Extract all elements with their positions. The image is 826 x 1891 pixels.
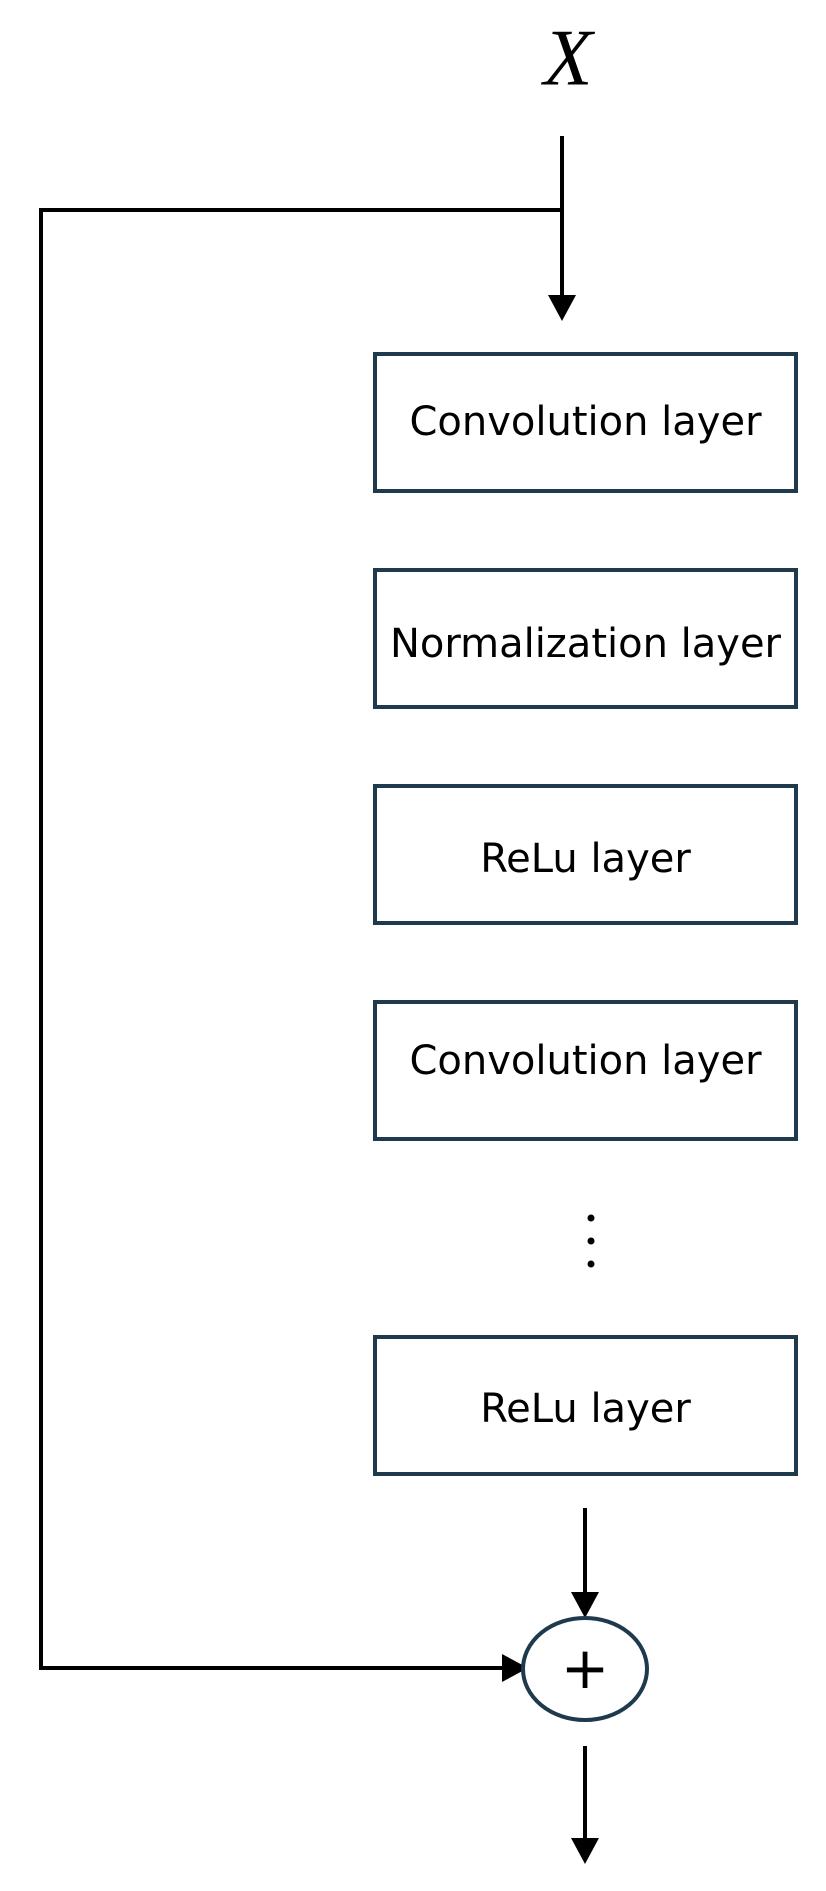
layer-label-relu-1: ReLu layer xyxy=(480,836,691,882)
main-output-to-sum-arrowhead xyxy=(571,1592,599,1618)
input-x-label: X xyxy=(541,14,596,102)
sum-node: + xyxy=(521,1616,649,1722)
layer-box-convolution-2: Convolution layer xyxy=(373,1000,798,1141)
layer-box-normalization: Normalization layer xyxy=(373,568,798,709)
main-input-arrowhead xyxy=(548,295,576,321)
layer-label-convolution-1: Convolution layer xyxy=(409,399,762,445)
skip-connection-path xyxy=(39,208,564,1670)
layer-box-relu-1: ReLu layer xyxy=(373,784,798,925)
skip-connection-arrowhead xyxy=(502,1654,528,1682)
block-output-arrowhead xyxy=(571,1838,599,1864)
layer-label-normalization: Normalization layer xyxy=(390,621,782,667)
layer-box-convolution-1: Convolution layer xyxy=(373,352,798,493)
layer-label-convolution-2: Convolution layer xyxy=(409,1038,762,1084)
vertical-ellipsis xyxy=(587,1214,595,1268)
sum-symbol: + xyxy=(561,1634,610,1702)
layer-label-relu-2: ReLu layer xyxy=(480,1386,691,1432)
layer-box-relu-2: ReLu layer xyxy=(373,1335,798,1476)
